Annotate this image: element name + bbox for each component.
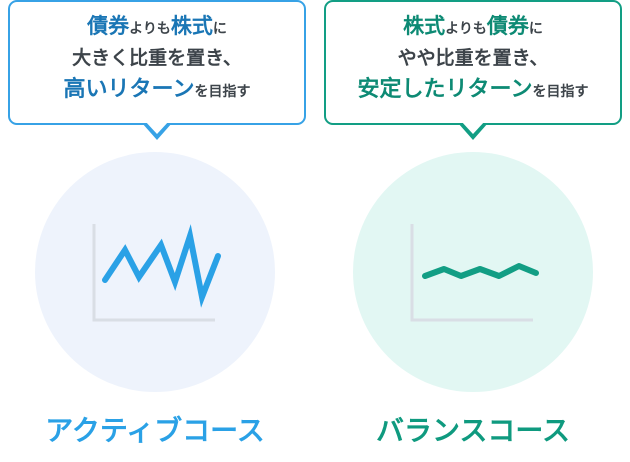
- ni-text: に: [528, 21, 543, 37]
- active-bubble-line2: 大きく比重を置き、: [72, 47, 242, 69]
- stock-label: 株式: [170, 14, 213, 38]
- active-bubble-line3: 高いリターンを目指す: [10, 73, 304, 109]
- balance-bubble-tail-fill: [461, 121, 485, 134]
- chart-axes: [410, 224, 533, 322]
- active-course-title: アクティブコース: [45, 414, 265, 447]
- high-return-label: 高いリターン: [63, 77, 195, 102]
- stable-return-label: 安定したリターン: [357, 77, 533, 102]
- balance-course-title: バランスコース: [375, 414, 571, 447]
- balance-course-bubble: 株式よりも債券に やや比重を置き、 安定したリターンを目指す: [324, 0, 622, 125]
- zigzag-line: [102, 224, 221, 308]
- active-course-bubble: 債券よりも株式に 大きく比重を置き、 高いリターンを目指す: [8, 0, 306, 125]
- active-chart-circle: [35, 152, 275, 392]
- chart-axes: [92, 224, 215, 322]
- balance-bubble-line2: やや比重を置き、: [397, 47, 549, 69]
- gentle-wave-chart-icon: [410, 224, 539, 322]
- balance-bubble-line3: 安定したリターンを目指す: [326, 73, 620, 109]
- aim-text: を目指す: [194, 84, 251, 100]
- active-bubble-tail-fill: [145, 121, 169, 134]
- wave-line: [422, 263, 539, 279]
- balance-bubble-line1: 株式よりも債券に: [326, 12, 620, 44]
- yorimo-text: よりも: [129, 21, 171, 37]
- bond-label: 債券: [486, 14, 529, 38]
- yorimo-text: よりも: [445, 21, 487, 37]
- ni-text: に: [212, 21, 227, 37]
- bond-label: 債券: [87, 14, 130, 38]
- volatile-zigzag-chart-icon: [92, 224, 221, 322]
- active-bubble-line1: 債券よりも株式に: [10, 12, 304, 44]
- aim-text: を目指す: [532, 84, 589, 100]
- stock-label: 株式: [403, 14, 446, 38]
